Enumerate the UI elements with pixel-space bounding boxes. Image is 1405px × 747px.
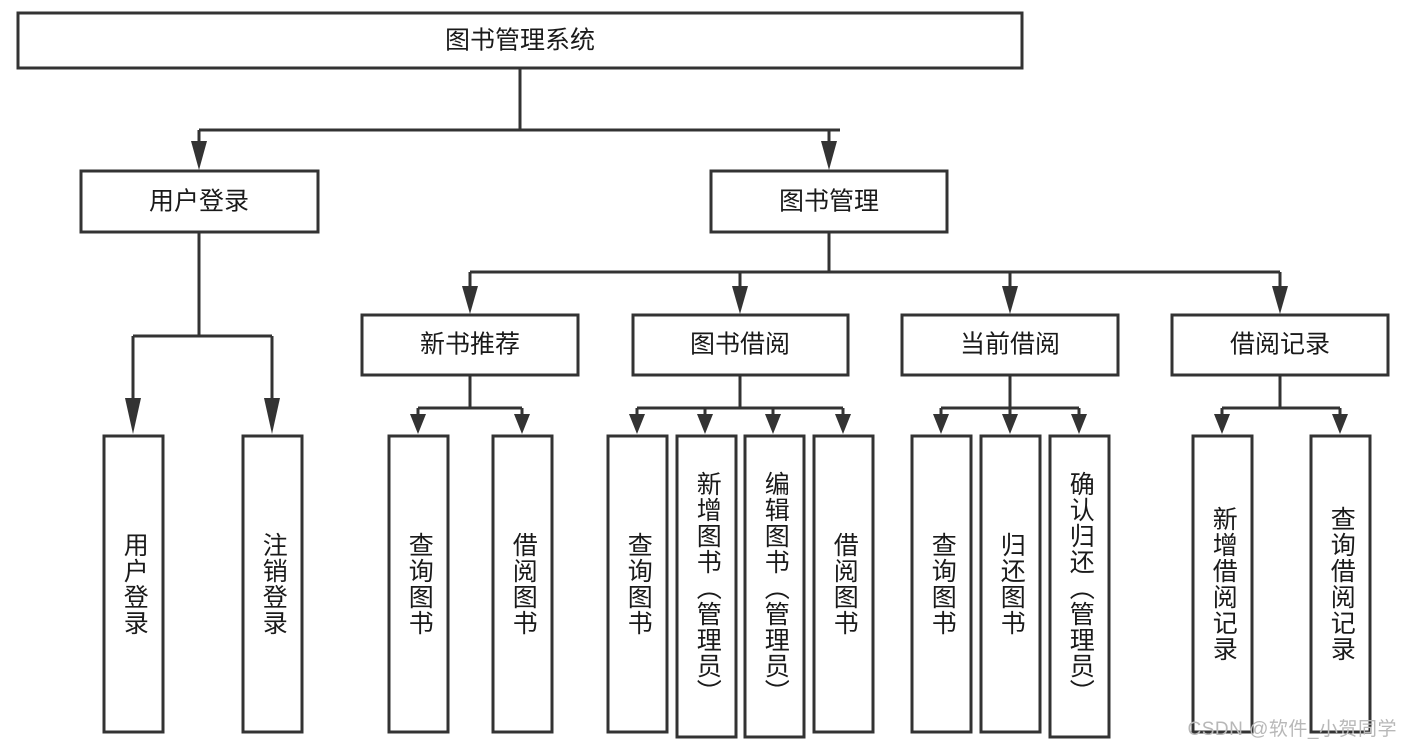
leaf-box-user-login-0[interactable] <box>102 434 165 734</box>
node-root[interactable] <box>16 11 1024 70</box>
connector-book-manage-to-level3 <box>462 232 1288 314</box>
leaf-box-record-0[interactable] <box>1191 434 1254 734</box>
node-root-label: 图书管理系统 <box>445 27 595 55</box>
node-user-login-label: 用户登录 <box>149 188 249 216</box>
leaf-box-borrow-3[interactable] <box>812 434 875 734</box>
leaf-box-borrow-0[interactable] <box>606 434 669 734</box>
node-borrow-record-label: 借阅记录 <box>1230 331 1330 359</box>
leaf-box-borrow-1[interactable] <box>675 434 738 739</box>
leaf-box-user-login-1[interactable] <box>241 434 304 734</box>
leaf-box-recommend-1[interactable] <box>491 434 554 734</box>
connector-root-to-level2 <box>191 68 840 170</box>
csdn-watermark: CSDN @软件_小贺同学 <box>1187 719 1397 740</box>
leaf-box-current-2[interactable] <box>1048 434 1111 739</box>
node-current-borrow-label: 当前借阅 <box>960 331 1060 359</box>
connector-borrow-to-leaves <box>629 375 851 434</box>
connector-user-login-to-leaves <box>125 232 280 434</box>
leaf-box-current-1[interactable] <box>979 434 1042 734</box>
node-user-login[interactable] <box>79 169 320 234</box>
node-new-book-recommend-label: 新书推荐 <box>420 331 520 359</box>
node-borrow-record[interactable] <box>1170 313 1390 377</box>
connector-current-to-leaves <box>933 375 1087 434</box>
node-new-book-recommend[interactable] <box>360 313 580 377</box>
node-current-borrow[interactable] <box>900 313 1120 377</box>
node-book-manage-label: 图书管理 <box>779 188 879 216</box>
leaf-box-borrow-2[interactable] <box>743 434 806 739</box>
node-book-manage[interactable] <box>709 169 949 234</box>
leaf-box-recommend-0[interactable] <box>387 434 450 734</box>
node-book-borrow-label: 图书借阅 <box>690 331 790 359</box>
connector-record-to-leaves <box>1214 375 1348 434</box>
leaf-box-current-0[interactable] <box>910 434 973 734</box>
leaf-box-record-1[interactable] <box>1309 434 1372 734</box>
connector-recommend-to-leaves <box>410 375 530 434</box>
node-book-borrow[interactable] <box>631 313 850 377</box>
